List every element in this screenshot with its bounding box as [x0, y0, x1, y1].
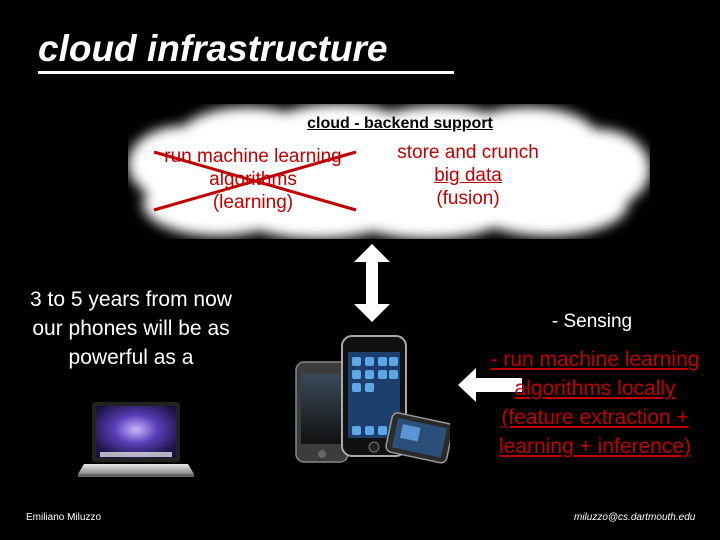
- cloud-right-line: (fusion): [436, 188, 500, 209]
- cloud-label: cloud - backend support: [307, 115, 493, 132]
- cloud-left-line: run machine learning: [164, 146, 342, 167]
- cloud-right-line: store and crunch: [397, 142, 539, 163]
- vertical-double-arrow-icon: [354, 244, 390, 322]
- cloud-right-line: big data: [434, 165, 502, 186]
- phones-text: 3 to 5 years from now our phones will be…: [30, 288, 232, 369]
- cloud-right-text: store and crunch big data (fusion): [373, 141, 563, 210]
- slide-title: cloud infrastructure: [38, 28, 388, 69]
- cloud-left-line: (learning): [212, 192, 294, 213]
- title-underline: [38, 71, 454, 74]
- sensing-text: - Sensing: [551, 311, 633, 332]
- footer-email: miluzzo@cs.dartmouth.edu: [574, 512, 696, 523]
- local-processing-text: - run machine learning algorithms locall…: [490, 348, 700, 458]
- laptop-image: [78, 402, 194, 477]
- cloud-shape: [128, 104, 650, 239]
- phones-image: [295, 335, 450, 464]
- footer-author: Emiliano Miluzzo: [26, 512, 102, 523]
- left-arrow-icon: [458, 368, 522, 402]
- cross-out-icon: [153, 150, 357, 212]
